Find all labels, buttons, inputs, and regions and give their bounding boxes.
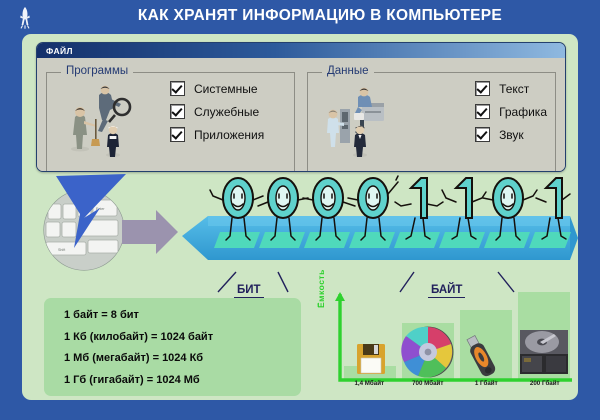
binary-digit-characters — [209, 175, 571, 241]
conveyor-belt — [182, 216, 578, 260]
svg-text:Enter: Enter — [96, 207, 105, 211]
chart-xticks: 1,4 Мбайт 700 Мбайт 1 Гбайт 200 Гбайт — [340, 380, 574, 387]
callout-byte: БАЙТ — [428, 284, 466, 298]
floppy-disk-icon — [357, 344, 385, 374]
checkbox-grafika[interactable] — [475, 104, 491, 119]
checkbox-label: Приложения — [194, 127, 265, 142]
digit-1 — [394, 177, 444, 240]
poster-titlebar: КАК ХРАНЯТ ИНФОРМАЦИЮ В КОМПЬЮТЕРЕ — [0, 0, 600, 34]
formula-line: 1 Мб (мегабайт) = 1024 Кб — [64, 352, 204, 364]
units-formula-box: 1 байт = 8 бит 1 Кб (килобайт) = 1024 ба… — [44, 298, 301, 396]
checkbox-row[interactable]: Служебные — [170, 104, 286, 119]
formula-line: 1 Кб (килобайт) = 1024 байт — [64, 330, 214, 343]
checkbox-tekst[interactable] — [475, 81, 491, 96]
file-window-titlebar: ФАЙЛ — [37, 43, 565, 58]
checkbox-row[interactable]: Системные — [170, 81, 286, 96]
group-programs: Программы — [46, 65, 295, 171]
svg-text:Shift: Shift — [58, 248, 65, 252]
digit-0 — [302, 177, 356, 241]
checkbox-sluzhebnye[interactable] — [170, 104, 185, 119]
checkbox-prilozheniya[interactable] — [170, 127, 185, 142]
formula-line: 1 байт = 8 бит — [64, 309, 139, 321]
gray-arrow-icon — [122, 210, 178, 254]
group-data-legend: Данные — [322, 65, 374, 77]
checkbox-label: Звук — [499, 127, 524, 142]
file-window-title: ФАЙЛ — [46, 45, 73, 56]
xtick-label: 1,4 Мбайт — [354, 380, 385, 387]
formula-line: 1 Гб (гигабайт) = 1024 Мб — [64, 373, 200, 386]
group-data: Данные — [307, 65, 556, 171]
poster-card: ФАЙЛ Программы — [22, 34, 578, 400]
file-window: ФАЙЛ Программы — [36, 42, 566, 172]
file-window-body: Программы — [37, 58, 565, 171]
bird-logo-icon — [20, 7, 30, 29]
office-people-icon — [71, 85, 132, 157]
digit-1 — [535, 177, 571, 240]
digit-0 — [257, 177, 309, 241]
usb-flash-drive-icon — [466, 335, 496, 377]
checkbox-label: Текст — [499, 81, 530, 96]
checkbox-row[interactable]: Текст — [475, 81, 547, 96]
digit-1 — [441, 177, 487, 240]
checkbox-row[interactable]: Приложения — [170, 127, 286, 142]
checkbox-row[interactable]: Звук — [475, 127, 547, 142]
xtick-label: 1 Гбайт — [474, 380, 498, 387]
checkbox-zvuk[interactable] — [475, 127, 491, 142]
office-workers-icon — [327, 87, 384, 157]
chart-ylabel: Ёмкость — [316, 269, 326, 308]
page-title: КАК ХРАНЯТ ИНФОРМАЦИЮ В КОМПЬЮТЕРЕ — [137, 7, 503, 24]
xtick-label: 200 Гбайт — [529, 380, 560, 387]
digit-0 — [347, 175, 399, 241]
data-checklist: Текст Графика Звук — [475, 81, 547, 142]
checkbox-systemnye[interactable] — [170, 81, 185, 96]
bit-byte-illustration: Enter Shift — [43, 174, 578, 271]
capacity-chart: Ёмкость — [316, 269, 574, 398]
xtick-label: 700 Мбайт — [412, 380, 444, 387]
digit-0 — [209, 177, 264, 241]
checkbox-label: Служебные — [194, 104, 260, 119]
group-programs-legend: Программы — [61, 65, 134, 77]
callout-lines — [217, 271, 515, 293]
checkbox-label: Системные — [194, 81, 258, 96]
programs-checklist: Системные Служебные Приложения — [170, 81, 286, 142]
digit-0 — [482, 177, 538, 241]
checkbox-row[interactable]: Графика — [475, 104, 547, 119]
checkbox-label: Графика — [499, 104, 547, 119]
blue-lightning-arrow-icon — [56, 174, 126, 248]
cd-disc-icon — [401, 326, 454, 378]
hard-disk-drive-icon — [520, 330, 568, 374]
chart-plot — [335, 292, 572, 382]
callout-bit: БИТ — [234, 284, 264, 298]
